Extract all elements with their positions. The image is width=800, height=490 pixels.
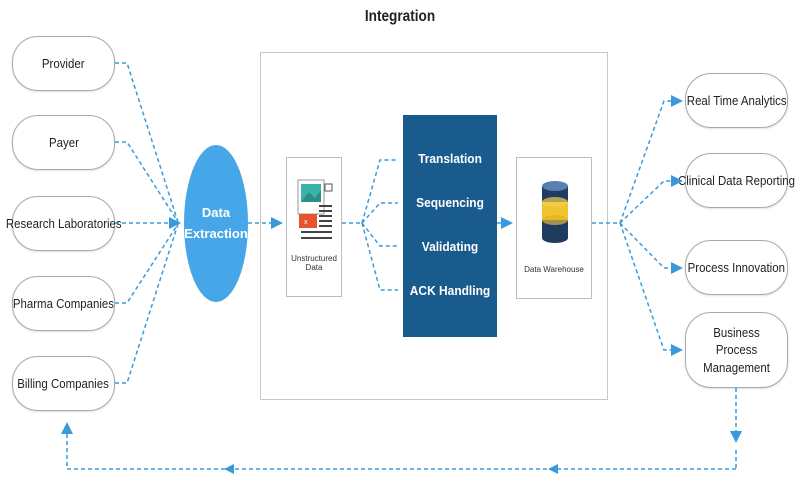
svg-text:x: x xyxy=(304,219,308,226)
process-ack-handling: ACK Handling xyxy=(409,283,491,298)
connector-to-analytics xyxy=(619,95,683,224)
connector-to-clinical xyxy=(619,175,683,224)
output-clinical-data-reporting: Clinical Data Reporting xyxy=(678,153,795,208)
connector-to-translation xyxy=(361,159,398,224)
data-warehouse-label: Data Warehouse xyxy=(524,265,584,274)
data-extraction-line1: Data xyxy=(201,205,231,221)
connector-loop-back xyxy=(61,422,736,470)
source-pharma-companies: Pharma Companies xyxy=(12,276,115,331)
connector-to-ack xyxy=(361,222,398,291)
data-extraction-line2: Extraction xyxy=(184,225,248,241)
output-business-process-management: Business Process Management xyxy=(685,312,788,388)
connector-provider xyxy=(115,62,179,223)
process-block: Translation Sequencing Validating ACK Ha… xyxy=(403,115,497,337)
source-billing-companies: Billing Companies xyxy=(12,356,115,411)
data-warehouse-card: Data Warehouse xyxy=(516,157,592,299)
document-icon: x xyxy=(297,179,333,239)
diagram-title: Integration xyxy=(364,8,436,25)
connector-to-bpm xyxy=(619,222,683,356)
output-real-time-analytics: Real Time Analytics xyxy=(685,73,788,128)
process-translation: Translation xyxy=(418,151,482,166)
output-process-innovation: Process Innovation xyxy=(685,240,788,295)
source-provider: Provider xyxy=(12,36,115,91)
connector-to-validating xyxy=(361,222,398,247)
loop-arrow-2 xyxy=(224,464,234,474)
process-validating: Validating xyxy=(421,239,479,254)
loop-arrow-1 xyxy=(548,464,558,474)
source-payer: Payer xyxy=(12,115,115,170)
database-icon xyxy=(542,181,568,243)
unstructured-data-card: x Unstructured Data xyxy=(286,157,342,297)
connector-billing xyxy=(115,223,179,384)
connector-to-sequencing xyxy=(361,202,398,224)
unstructured-data-label: Unstructured Data xyxy=(291,254,337,272)
process-sequencing: Sequencing xyxy=(416,195,484,210)
connector-payer xyxy=(115,141,179,223)
connector-to-innovation xyxy=(619,222,683,274)
connector-pharma xyxy=(115,223,179,304)
source-research-laboratories: Research Laboratories xyxy=(6,196,121,251)
